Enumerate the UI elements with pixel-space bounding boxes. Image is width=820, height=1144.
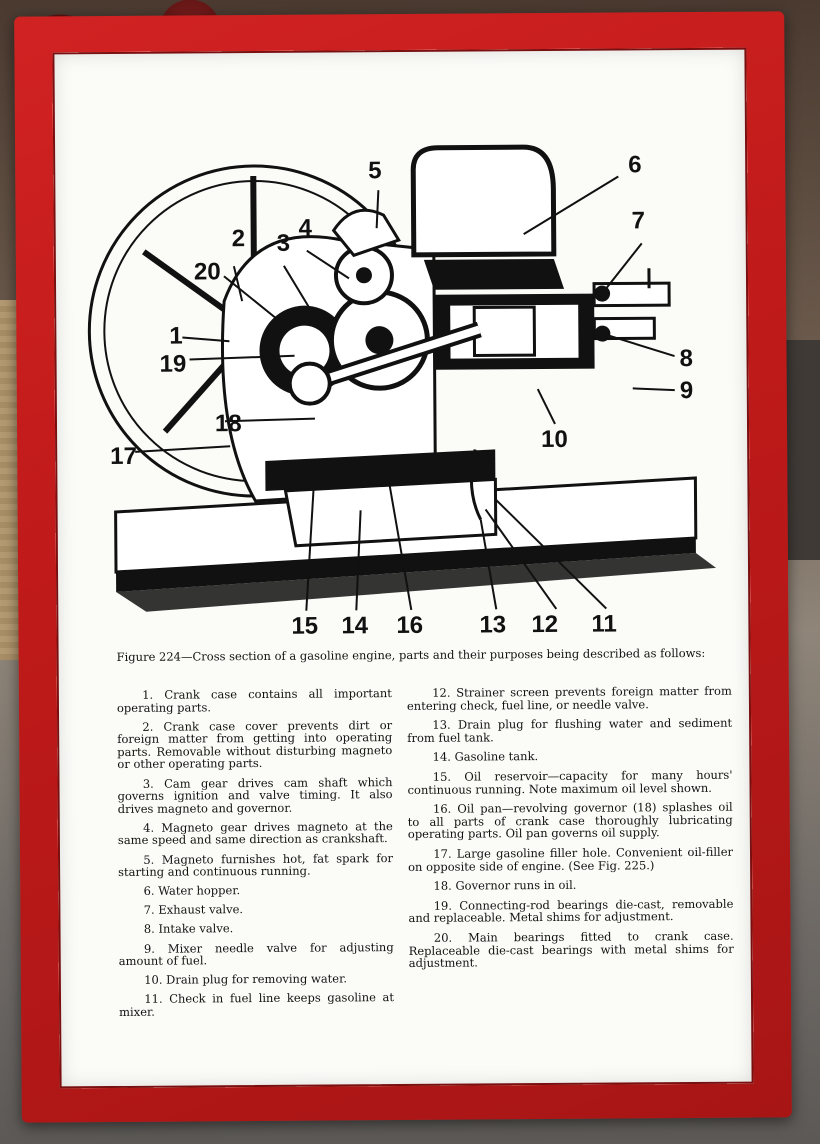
part-12: 12. Strainer screen prevents foreign mat… (406, 683, 732, 713)
callout-3: 3 (277, 230, 291, 257)
fuel-line (469, 449, 483, 521)
magneto (331, 208, 401, 258)
callout-1: 1 (169, 323, 183, 350)
callout-7: 7 (631, 207, 645, 234)
callout-17: 17 (110, 443, 137, 470)
part-7: 7. Exhaust valve. (143, 902, 244, 918)
part-16: 16. Oil pan—revolving governor (18) spla… (407, 799, 733, 842)
oil-pan (265, 449, 498, 548)
part-11: 11. Check in fuel line keeps gasoline at… (119, 990, 395, 1019)
valve-assembly (592, 268, 671, 342)
part-15: 15. Oil reservoir—capacity for many hour… (407, 767, 733, 797)
part-19: 19. Connecting-rod bearings die-cast, re… (408, 896, 734, 926)
callout-19: 19 (159, 351, 186, 378)
part-3: 3. Cam gear drives cam shaft which gover… (117, 774, 393, 816)
parts-list-left-column: 1. Crank case contains all important ope… (116, 686, 395, 1025)
callout-13: 13 (479, 611, 506, 638)
leader-lines (135, 175, 675, 611)
sign-panel: 1 2 3 4 5 6 7 8 9 10 11 12 13 14 15 16 1… (52, 47, 754, 1089)
callout-5: 5 (368, 157, 382, 184)
part-17: 17. Large gasoline filler hole. Convenie… (408, 844, 734, 874)
part-8: 8. Intake valve. (143, 921, 234, 937)
water-hopper (410, 144, 565, 290)
callout-14: 14 (341, 612, 369, 639)
red-frame: 1 2 3 4 5 6 7 8 9 10 11 12 13 14 15 16 1… (14, 11, 792, 1123)
callout-10: 10 (541, 426, 568, 453)
part-5: 5. Magneto furnishes hot, fat spark for … (118, 850, 394, 880)
callout-16: 16 (396, 612, 423, 639)
callout-6: 6 (628, 151, 642, 178)
part-1: 1. Crank case contains all important ope… (116, 686, 392, 715)
part-20: 20. Main bearings fitted to crank case. … (408, 928, 734, 971)
part-14: 14. Gasoline tank. (432, 749, 539, 765)
part-13: 13. Drain plug for flushing water and se… (407, 715, 733, 745)
connecting-rod (287, 321, 482, 406)
parts-list: 1. Crank case contains all important ope… (117, 684, 734, 1019)
parts-list-right-column: 12. Strainer screen prevents foreign mat… (406, 683, 734, 977)
part-6: 6. Water hopper. (143, 883, 241, 899)
callout-20: 20 (194, 258, 221, 285)
cylinder (434, 293, 595, 370)
callout-11: 11 (591, 611, 617, 638)
figure-caption: Figure 224—Cross section of a gasoline e… (116, 645, 706, 665)
callout-9: 9 (680, 377, 694, 404)
callout-2: 2 (232, 225, 246, 252)
callout-8: 8 (679, 345, 693, 372)
part-10: 10. Drain plug for removing water. (144, 971, 348, 988)
part-2: 2. Crank case cover prevents dirt or for… (117, 717, 393, 772)
callout-4: 4 (299, 215, 313, 242)
engine-cross-section-diagram: 1 2 3 4 5 6 7 8 9 10 11 12 13 14 15 16 1… (87, 144, 717, 640)
part-9: 9. Mixer needle valve for adjusting amou… (118, 939, 394, 969)
callout-12: 12 (531, 611, 558, 638)
part-18: 18. Governor runs in oil. (433, 877, 577, 893)
part-4: 4. Magneto gear drives magneto at the sa… (117, 818, 393, 848)
callout-15: 15 (291, 613, 318, 640)
callout-18: 18 (215, 410, 242, 437)
